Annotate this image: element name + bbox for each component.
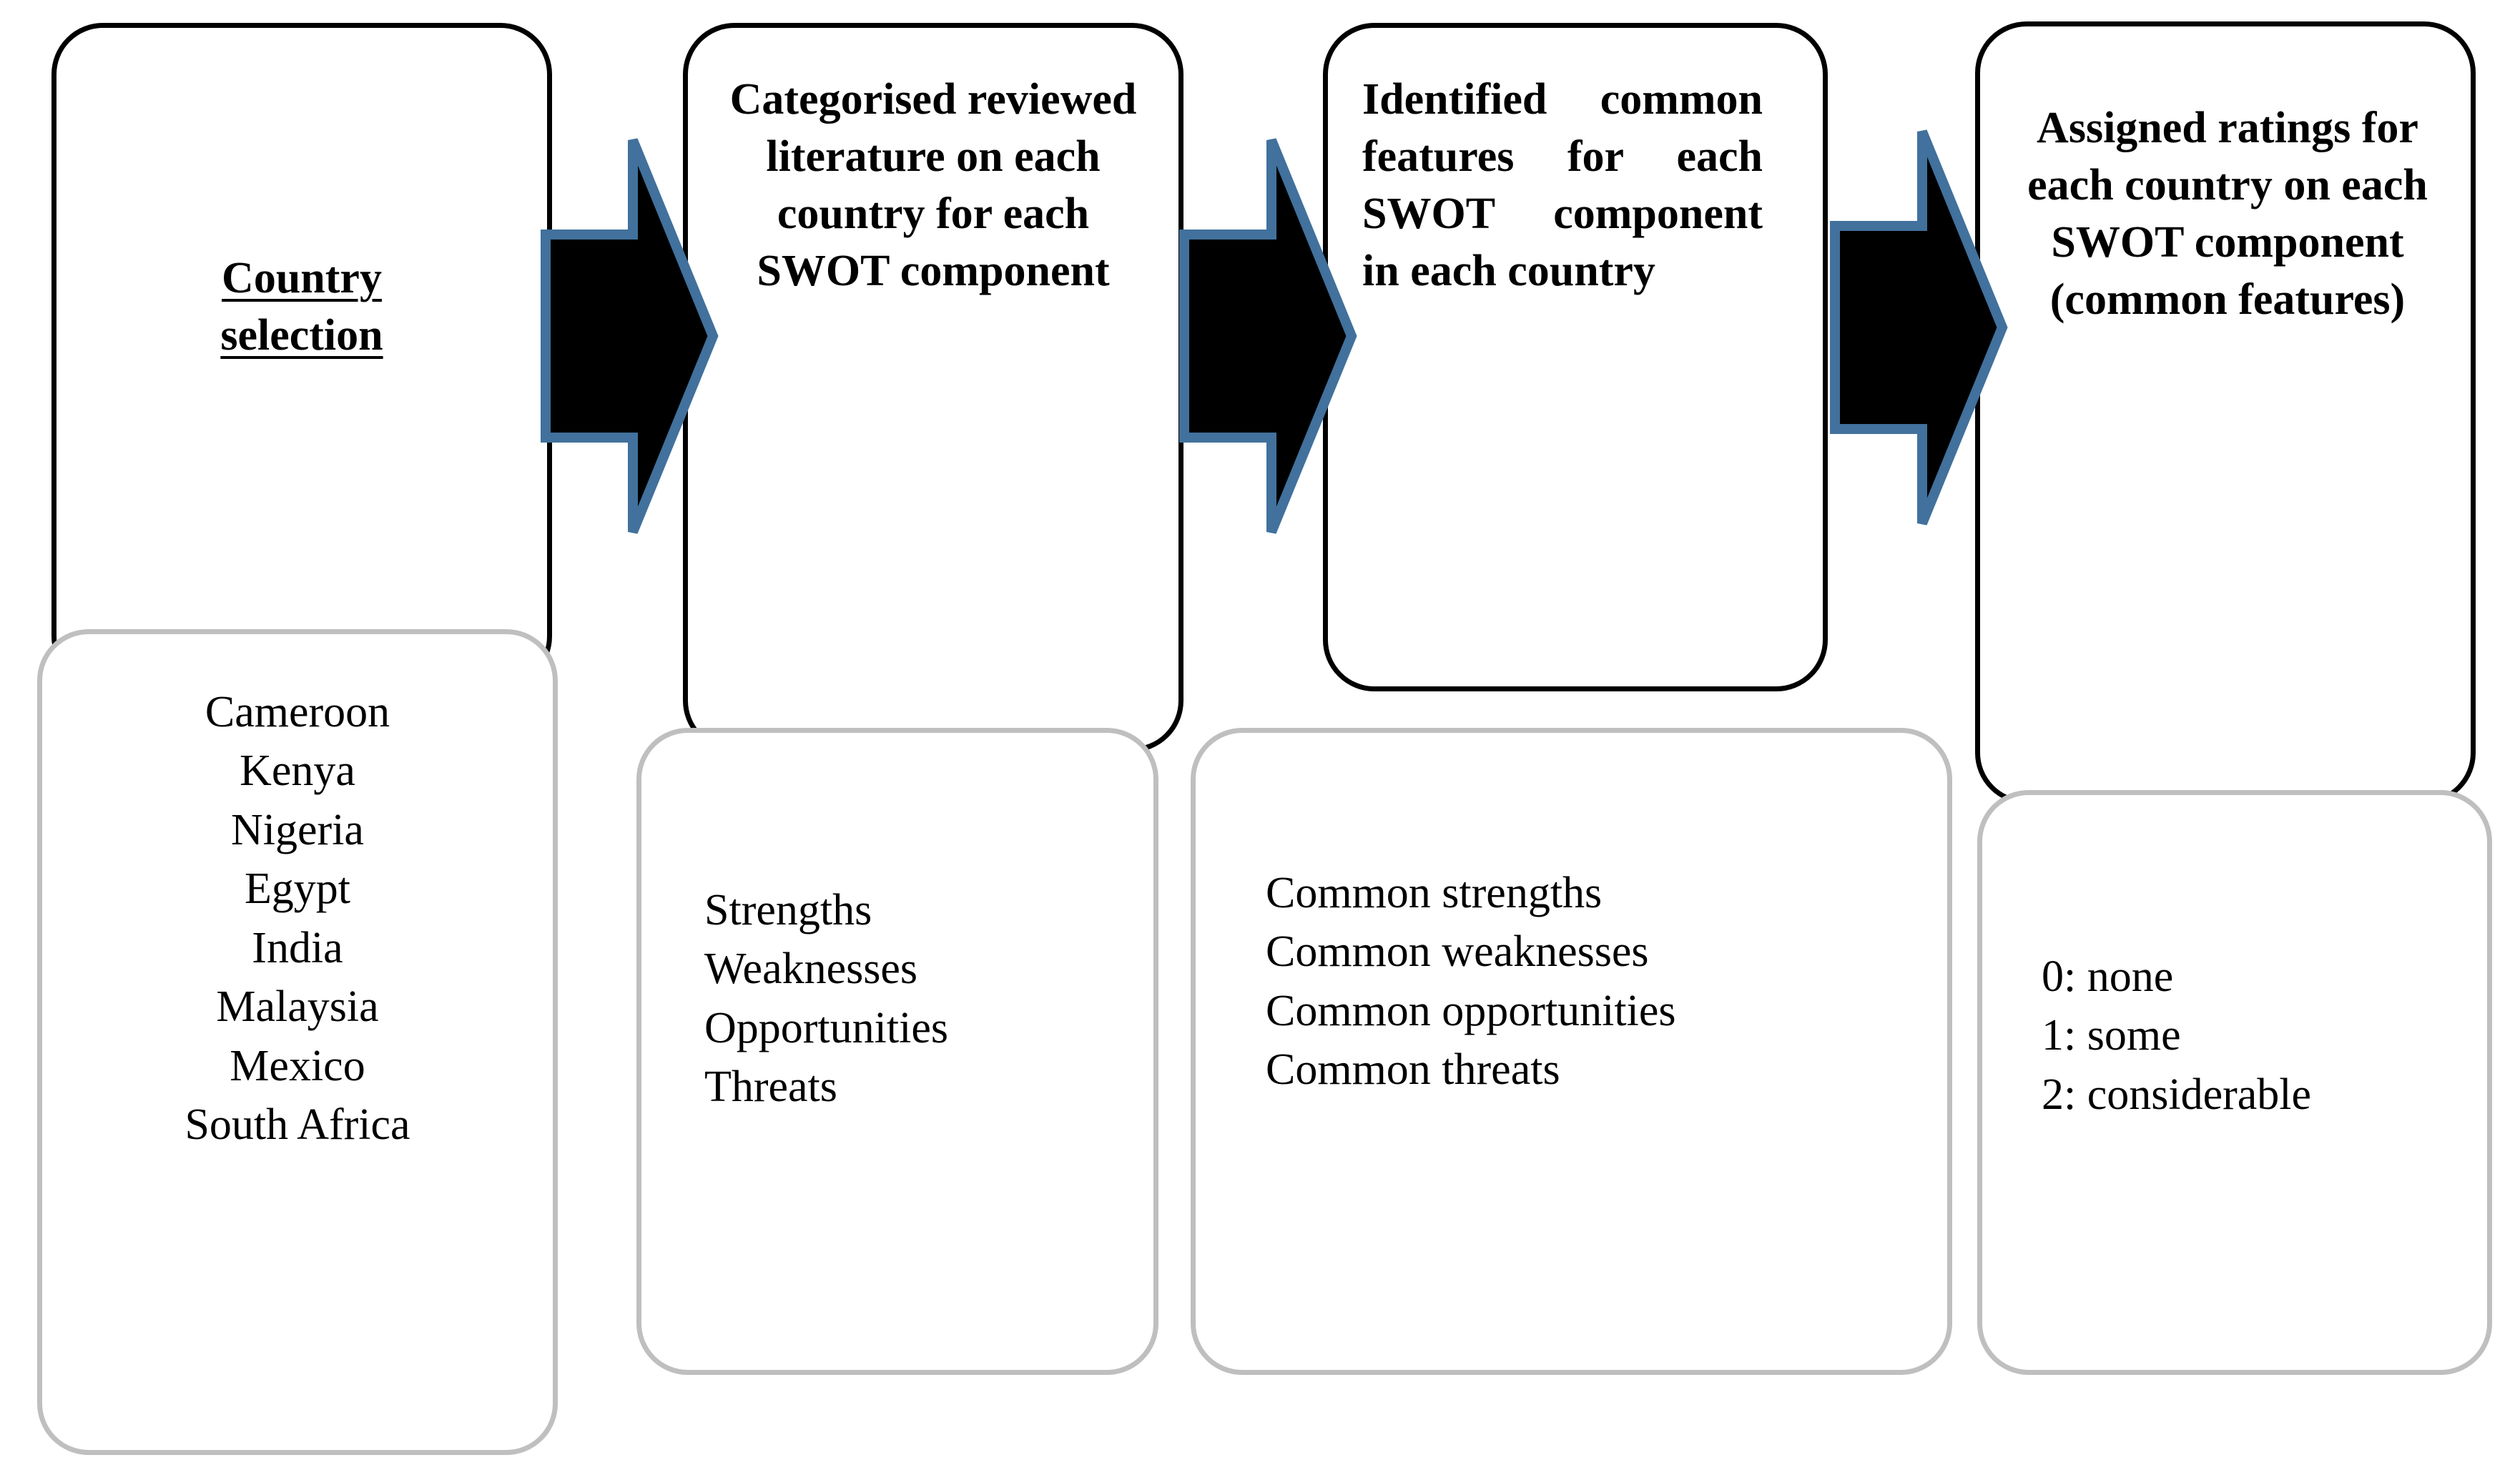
- list-item: Cameroon: [205, 688, 390, 736]
- detail-box-categorised-literature: [636, 728, 1158, 1375]
- stage-box-assigned-ratings: [1975, 21, 2476, 804]
- list-item: Strengths: [704, 886, 872, 934]
- list-item: Common strengths: [1266, 869, 1603, 917]
- list-item: Mexico: [230, 1041, 365, 1090]
- stage-box-country-selection: [51, 23, 552, 688]
- list-item: Weaknesses: [704, 944, 918, 994]
- list-item: Common threats: [1266, 1045, 1560, 1095]
- list-item: India: [252, 923, 343, 972]
- list-item: Threats: [704, 1062, 837, 1112]
- detail-list-assigned-ratings: 0: none 1: some 2: considerable: [2042, 947, 2471, 1124]
- arrow-right-icon-3: [1830, 129, 2008, 526]
- list-item: Common weaknesses: [1266, 927, 1649, 977]
- list-item: South Africa: [184, 1100, 410, 1150]
- list-item: Common opportunities: [1266, 986, 1676, 1035]
- detail-list-country-selection: Cameroon Kenya Nigeria Egypt India Malay…: [44, 683, 551, 1155]
- list-item: 1: some: [2042, 1011, 2181, 1060]
- arrow-right-icon-1: [541, 138, 719, 534]
- list-item: Malaysia: [216, 982, 379, 1032]
- detail-box-country-selection: [37, 629, 558, 1455]
- stage-title-identified-common-features: Identified common features for each SWOT…: [1362, 75, 1763, 295]
- detail-box-identified-common-features: [1191, 728, 1952, 1375]
- list-item: Nigeria: [231, 805, 364, 854]
- list-item: 0: none: [2042, 952, 2174, 1001]
- detail-box-assigned-ratings: [1977, 790, 2492, 1375]
- detail-list-categorised-literature: Strengths Weaknesses Opportunities Threa…: [704, 881, 1148, 1117]
- list-item: Egypt: [244, 864, 351, 914]
- arrow-right-icon-2: [1179, 138, 1357, 534]
- detail-list-identified-common-features: Common strengths Common weaknesses Commo…: [1266, 864, 1938, 1100]
- stage-title-assigned-ratings: Assigned ratings for each country on eac…: [2027, 104, 2428, 324]
- list-item: Opportunities: [704, 1003, 948, 1052]
- list-item: 2: considerable: [2042, 1070, 2312, 1119]
- stage-title-categorised-literature: Categorised reviewed literature on each …: [729, 75, 1137, 295]
- list-item: Kenya: [240, 746, 355, 796]
- stage-title-country-selection: Country selection: [220, 254, 383, 360]
